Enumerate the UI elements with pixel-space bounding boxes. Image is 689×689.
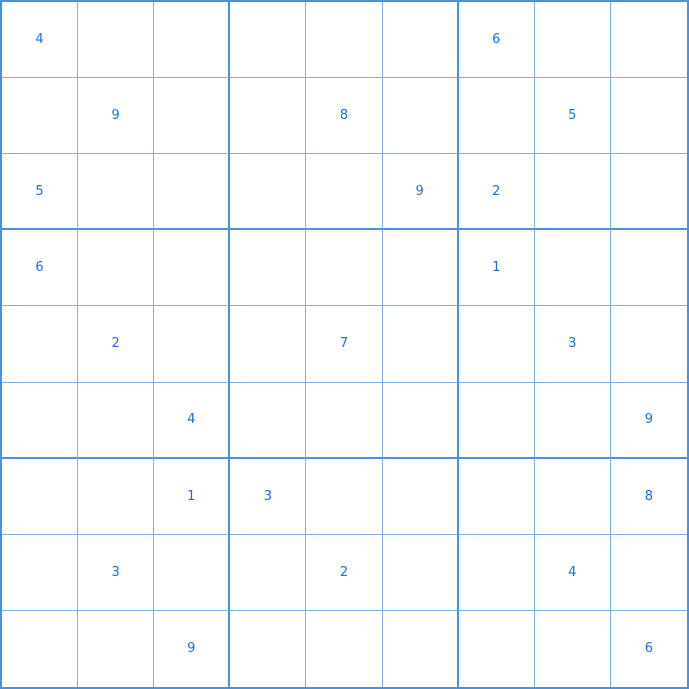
empty-cell[interactable] [382,306,459,383]
empty-cell[interactable] [2,534,79,611]
given-cell[interactable]: 9 [154,610,231,687]
empty-cell[interactable] [78,230,155,307]
empty-cell[interactable] [230,306,307,383]
empty-cell[interactable] [2,78,79,155]
empty-cell[interactable] [154,2,231,79]
given-cell[interactable]: 8 [610,459,687,535]
empty-cell[interactable] [534,458,611,535]
empty-cell[interactable] [230,382,307,459]
empty-cell[interactable] [534,154,611,231]
empty-cell[interactable] [534,2,611,79]
empty-cell[interactable] [306,610,383,687]
given-cell[interactable]: 1 [154,458,231,535]
empty-cell[interactable] [610,2,687,79]
empty-cell[interactable] [78,458,155,535]
given-cell[interactable]: 3 [230,458,307,535]
empty-cell[interactable] [78,382,155,459]
empty-cell[interactable] [306,458,383,535]
empty-cell[interactable] [610,78,687,155]
given-cell[interactable]: 9 [78,78,155,155]
given-cell[interactable]: 4 [2,2,79,79]
empty-cell[interactable] [610,230,687,307]
given-cell[interactable]: 5 [534,78,611,155]
empty-cell[interactable] [306,230,383,307]
empty-cell[interactable] [382,78,459,155]
given-cell[interactable]: 1 [458,230,535,307]
given-cell[interactable]: 6 [458,2,535,79]
empty-cell[interactable] [154,154,231,231]
empty-cell[interactable] [2,306,79,383]
empty-cell[interactable] [535,610,611,687]
empty-cell[interactable] [230,610,307,687]
empty-cell[interactable] [154,230,231,307]
empty-cell[interactable] [610,306,687,383]
given-cell[interactable]: 7 [306,306,383,383]
empty-cell[interactable] [534,382,611,459]
given-cell[interactable]: 6 [644,641,654,657]
empty-cell[interactable] [382,2,459,79]
empty-cell[interactable] [230,78,307,155]
given-cell[interactable]: 8 [306,78,383,155]
empty-cell[interactable] [78,154,155,231]
empty-cell[interactable] [154,534,231,611]
empty-cell[interactable] [610,535,687,611]
empty-cell[interactable] [230,230,307,307]
given-cell[interactable]: 4 [534,534,611,611]
empty-cell[interactable] [458,78,535,155]
given-cell[interactable]: 9 [382,154,459,231]
empty-cell[interactable] [306,154,383,231]
empty-cell[interactable] [230,534,307,611]
given-cell[interactable]: 5 [2,154,79,231]
empty-cell[interactable] [306,2,383,79]
given-cell[interactable]: 2 [458,154,535,231]
empty-cell[interactable] [2,610,79,687]
empty-cell[interactable] [154,306,231,383]
empty-cell[interactable] [2,458,79,535]
given-cell[interactable]: 9 [610,383,687,459]
empty-cell[interactable] [459,610,535,687]
empty-cell[interactable] [306,382,383,459]
empty-cell[interactable] [382,382,459,459]
given-cell[interactable]: 2 [78,306,155,383]
given-cell[interactable]: 3 [78,534,155,611]
empty-cell[interactable] [383,610,459,687]
empty-cell[interactable] [230,154,307,231]
given-cell[interactable]: 4 [154,382,231,459]
empty-cell[interactable] [458,306,535,383]
empty-cell[interactable] [230,2,307,79]
empty-cell[interactable] [458,382,535,459]
given-cell[interactable]: 2 [306,534,383,611]
empty-cell[interactable] [2,382,79,459]
empty-cell[interactable] [382,534,459,611]
empty-cell[interactable] [78,610,155,687]
given-cell[interactable]: 6 [2,230,79,307]
given-cell[interactable]: 3 [534,306,611,383]
empty-cell[interactable] [458,534,535,611]
empty-cell[interactable] [534,230,611,307]
empty-cell[interactable] [382,458,459,535]
empty-cell[interactable] [154,78,231,155]
empty-cell[interactable] [610,154,687,231]
empty-cell[interactable] [78,2,155,79]
empty-cell[interactable] [382,230,459,307]
empty-cell[interactable] [458,458,535,535]
